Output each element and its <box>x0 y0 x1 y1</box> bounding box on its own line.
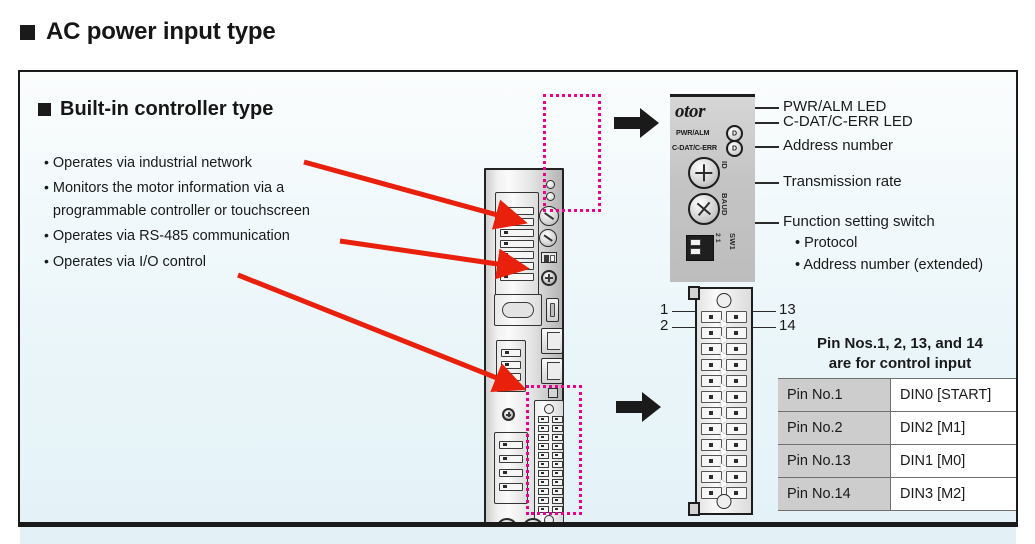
panel-screw <box>502 408 515 421</box>
controller-face-detail: otor PWR/ALM C-DAT/C-ERR D D ID BAUD <box>670 94 755 282</box>
usb-port[interactable] <box>546 298 559 322</box>
io-connector <box>534 400 564 522</box>
leader-line <box>755 122 779 124</box>
table-row: Pin No.14 DIN3 [M2] <box>778 477 1016 511</box>
c-dat-c-err-led-detail: D <box>726 140 743 157</box>
sub-annotation-address-extended: • Address number (extended) <box>795 257 983 273</box>
sensor-connector <box>496 340 526 392</box>
list-item: • Operates via RS-485 communication <box>44 225 354 247</box>
section-title-text: Built-in controller type <box>60 98 274 120</box>
footer-divider <box>18 524 1018 527</box>
annotation-address-number: Address number <box>783 137 894 154</box>
pin-cell: Pin No.1 <box>778 378 891 412</box>
lower-terminal-block <box>494 432 528 504</box>
io-connector-pinout-diagram <box>688 286 753 516</box>
pin-assignment-table: Pin No.1 DIN0 [START] Pin No.2 DIN2 [M1]… <box>778 378 1016 511</box>
sub-annotation-text: Address number (extended) <box>803 257 984 273</box>
signal-cell: DIN3 [M2] <box>890 477 1016 511</box>
motor-connector <box>494 294 542 326</box>
baud-rotary-switch[interactable] <box>539 229 557 247</box>
baud-rotary-switch-detail[interactable] <box>688 193 720 225</box>
bullet-dot-icon: • <box>795 235 801 251</box>
pin-table-title: Pin Nos.1, 2, 13, and 14 are for control… <box>780 334 1016 375</box>
pin-number-13: 13 <box>779 301 796 318</box>
pin-table-title-line2: are for control input <box>828 355 972 373</box>
pin-number-1: 1 <box>660 301 669 318</box>
table-row: Pin No.1 DIN0 [START] <box>778 378 1016 412</box>
sub-annotation-text: Protocol <box>804 235 858 251</box>
page-title-text: AC power input type <box>46 18 276 45</box>
table-row: Pin No.2 DIN2 [M1] <box>778 411 1016 445</box>
pin-number-14: 14 <box>779 317 796 334</box>
content-panel: Built-in controller type • Operates via … <box>18 70 1018 524</box>
annotation-c-dat-c-err-led: C-DAT/C-ERR LED <box>783 113 913 130</box>
feature-text: Operates via I/O control <box>52 253 207 270</box>
annotation-function-setting-switch: Function setting switch <box>783 213 935 230</box>
feature-list: • Operates via industrial network • Moni… <box>44 152 354 276</box>
bullet-dot-icon: • <box>44 227 49 244</box>
power-terminal-block <box>495 192 539 302</box>
feature-text: Monitors the motor information via a pro… <box>52 180 310 219</box>
bullet-dot-icon: • <box>44 252 49 269</box>
baud-label: BAUD <box>720 193 729 216</box>
zoom-arrow-bottom <box>616 392 661 422</box>
small-jack <box>548 388 558 398</box>
dip-pin-numbers: 2 1 <box>714 233 721 243</box>
sw1-label: SW1 <box>728 233 737 251</box>
pin-leader-line <box>752 327 776 329</box>
square-bullet-icon <box>20 24 35 40</box>
brand-text: otor <box>675 101 706 122</box>
list-item: • Operates via industrial network <box>44 152 354 174</box>
list-item: • Operates via I/O control <box>44 251 354 273</box>
feature-text: Operates via industrial network <box>52 155 252 171</box>
annotation-pwr-alm-led: PWR/ALM LED <box>783 98 887 115</box>
pin-leader-line <box>672 327 696 329</box>
square-bullet-icon <box>38 103 51 116</box>
address-rotary-switch-detail[interactable] <box>688 157 720 189</box>
pwr-alm-led <box>546 180 555 189</box>
bullet-dot-icon: • <box>44 154 49 170</box>
function-setting-dip-switch[interactable] <box>541 252 557 263</box>
bullet-dot-icon: • <box>44 179 49 196</box>
c-dat-c-err-led <box>546 192 555 201</box>
pwr-alm-label: PWR/ALM <box>676 128 710 137</box>
signal-cell: DIN0 [START] <box>890 378 1016 412</box>
leader-line <box>755 182 779 184</box>
table-row: Pin No.13 DIN1 [M0] <box>778 444 1016 478</box>
driver-device-illustration <box>484 168 564 522</box>
pin-number-2: 2 <box>660 317 669 334</box>
sub-annotation-protocol: • Protocol <box>795 235 857 251</box>
pin-table-title-line1: Pin Nos.1, 2, 13, and 14 <box>817 335 983 352</box>
zoom-arrow-top <box>614 108 659 138</box>
section-title: Built-in controller type <box>38 98 273 121</box>
list-item: • Monitors the motor information via a p… <box>44 177 354 222</box>
pin-cell: Pin No.2 <box>778 411 891 445</box>
leader-line <box>755 146 779 148</box>
c-dat-c-err-label: C-DAT/C-ERR <box>672 143 717 152</box>
pin-cell: Pin No.13 <box>778 444 891 478</box>
pin-leader-line <box>752 311 776 313</box>
rs485-port-2[interactable] <box>541 358 563 384</box>
leader-line <box>755 107 779 109</box>
rs485-port-1[interactable] <box>541 328 563 354</box>
signal-cell: DIN2 [M1] <box>890 411 1016 445</box>
bullet-dot-icon: • <box>795 257 801 273</box>
leader-line <box>755 222 779 224</box>
feature-text: Operates via RS-485 communication <box>52 228 290 245</box>
address-rotary-switch[interactable] <box>539 206 559 226</box>
function-setting-dip-switch-detail[interactable] <box>686 235 714 261</box>
page-title: AC power input type <box>20 18 276 46</box>
id-label: ID <box>720 161 729 169</box>
pin-leader-line <box>672 311 696 313</box>
signal-cell: DIN1 [M0] <box>890 444 1016 478</box>
footer-strip <box>20 527 1016 544</box>
pin-cell: Pin No.14 <box>778 477 891 511</box>
annotation-transmission-rate: Transmission rate <box>783 173 902 190</box>
ground-screw <box>541 270 557 286</box>
